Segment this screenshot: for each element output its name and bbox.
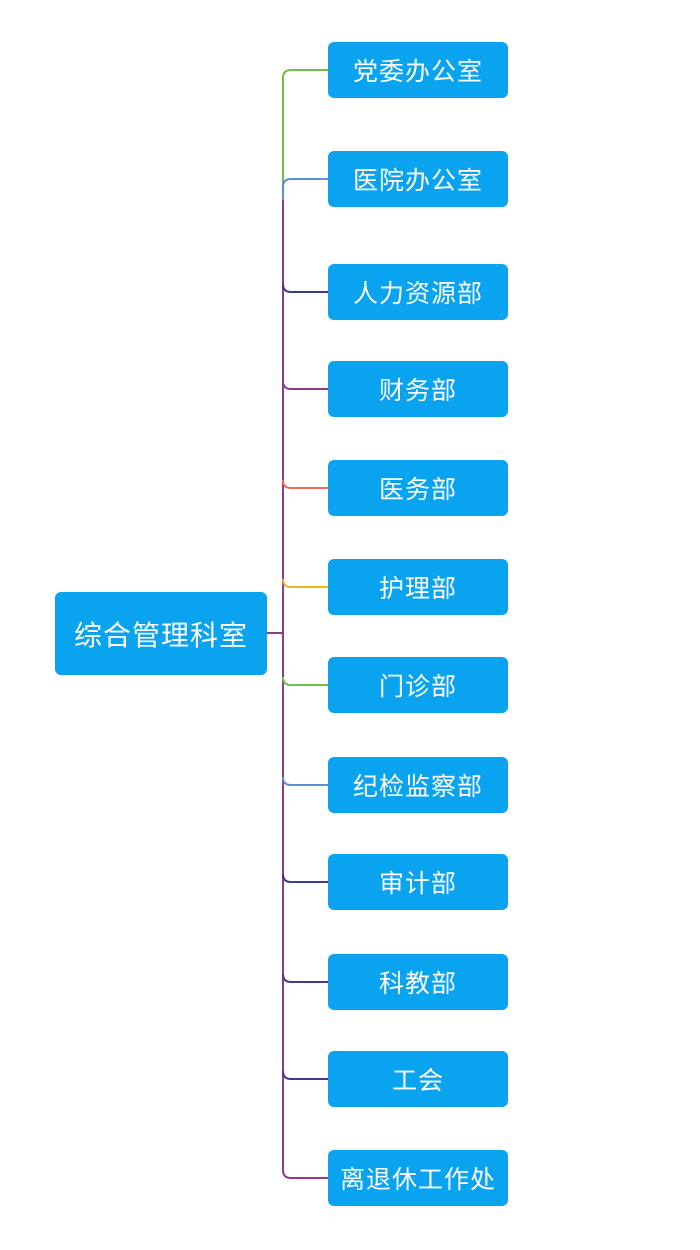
branch-line <box>282 380 328 390</box>
child-node-label: 党委办公室 <box>352 57 483 86</box>
child-node-label: 科教部 <box>378 969 457 998</box>
child-node[interactable]: 财务部 <box>328 361 508 417</box>
branch-line <box>282 1070 328 1080</box>
child-node-label: 离退休工作处 <box>339 1165 496 1194</box>
child-node-label: 纪检监察部 <box>352 772 483 801</box>
child-node[interactable]: 审计部 <box>328 854 508 910</box>
child-node-label: 门诊部 <box>378 672 457 701</box>
child-node[interactable]: 门诊部 <box>328 657 508 713</box>
branch-line <box>282 283 328 293</box>
child-node-label: 护理部 <box>378 574 457 603</box>
branch-line <box>282 776 328 786</box>
child-node[interactable]: 护理部 <box>328 559 508 615</box>
branch-line <box>282 178 328 200</box>
child-node[interactable]: 人力资源部 <box>328 264 508 320</box>
child-node-label: 医务部 <box>378 475 457 504</box>
child-node[interactable]: 纪检监察部 <box>328 757 508 813</box>
root-node-label: 综合管理科室 <box>73 618 248 652</box>
child-node[interactable]: 工会 <box>328 1051 508 1107</box>
branch-line <box>282 1169 328 1179</box>
branch-line <box>282 578 328 588</box>
child-node-label: 审计部 <box>378 869 457 898</box>
child-node-label: 医院办公室 <box>352 166 483 195</box>
child-node[interactable]: 党委办公室 <box>328 42 508 98</box>
root-node[interactable]: 综合管理科室 <box>55 592 267 675</box>
branch-line <box>282 676 328 686</box>
branch-line <box>282 479 328 489</box>
branch-line <box>282 973 328 983</box>
child-node[interactable]: 离退休工作处 <box>328 1150 508 1206</box>
branch-line <box>282 873 328 883</box>
child-node[interactable]: 科教部 <box>328 954 508 1010</box>
branch-line <box>282 69 328 200</box>
child-node-label: 财务部 <box>378 376 457 405</box>
child-node-label: 人力资源部 <box>352 279 483 308</box>
child-node[interactable]: 医院办公室 <box>328 151 508 207</box>
child-node[interactable]: 医务部 <box>328 460 508 516</box>
child-node-label: 工会 <box>391 1066 444 1095</box>
